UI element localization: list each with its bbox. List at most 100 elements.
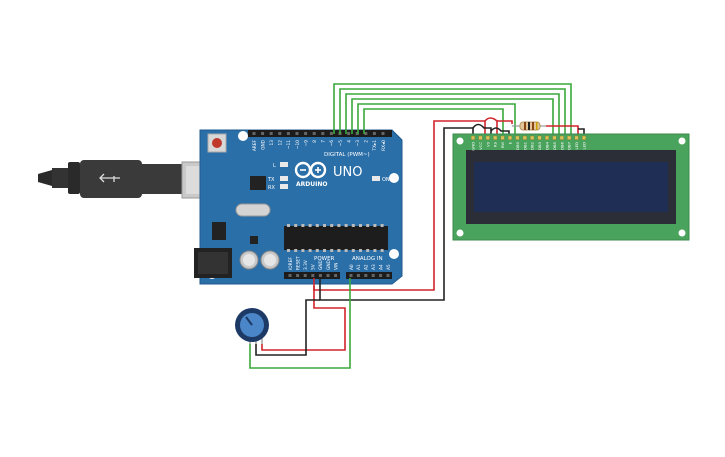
wire-pot-gnd[interactable] [255, 299, 320, 356]
lcd-pin[interactable] [582, 135, 587, 140]
potentiometer[interactable] [235, 308, 269, 344]
usb-symbol-icon [99, 173, 120, 183]
wire-rw-gnd[interactable] [490, 127, 510, 137]
digital-pin-label: 2 [364, 140, 370, 143]
power-wires [249, 117, 585, 369]
lcd-pin-label: LED [574, 142, 579, 150]
mounting-hole [389, 249, 399, 259]
lcd-pin[interactable] [552, 135, 557, 140]
pin-hole[interactable] [312, 132, 316, 135]
digital-pin-label: 7 [321, 140, 327, 143]
pin-hole[interactable] [311, 274, 315, 277]
pin-hole[interactable] [349, 274, 353, 277]
wire-led-anode[interactable] [546, 125, 579, 137]
pin-hole[interactable] [296, 274, 300, 277]
pin-hole[interactable] [303, 274, 307, 277]
lcd-pin[interactable] [478, 135, 483, 140]
pin-hole[interactable] [372, 132, 376, 135]
digital-pin-label: 13 [269, 140, 275, 146]
wire-d6-db6[interactable] [339, 88, 566, 137]
lcd-pin[interactable] [493, 135, 498, 140]
pin-hole[interactable] [329, 132, 333, 135]
pin-hole[interactable] [295, 132, 299, 135]
lcd-pin-label: RS [493, 141, 498, 147]
lcd-pin[interactable] [500, 135, 505, 140]
pin-hole[interactable] [318, 274, 322, 277]
pin-hole[interactable] [252, 132, 256, 135]
lcd-pin-label: GND [471, 142, 476, 151]
pin-hole[interactable] [364, 274, 368, 277]
pin-hole[interactable] [269, 132, 273, 135]
lcd-pin[interactable] [567, 135, 572, 140]
lcd-pin[interactable] [530, 135, 535, 140]
power-pin-label: 3.3V [303, 260, 309, 270]
led-on [372, 176, 380, 181]
lcd-pin[interactable] [508, 135, 513, 140]
pin-hole[interactable] [261, 132, 265, 135]
wire-d5-db5[interactable] [345, 93, 560, 137]
pin-hole[interactable] [334, 274, 338, 277]
data-wires [333, 83, 572, 137]
digital-label: DIGITAL (PWM~) [324, 152, 370, 158]
led-tx [280, 176, 288, 181]
reset-button-cap[interactable] [212, 138, 222, 148]
led-rx-label: RX [268, 185, 275, 191]
digital-pin-label: GND [260, 139, 266, 150]
wire-d3-e[interactable] [357, 103, 516, 137]
arduino-logo-icon [294, 161, 327, 179]
pin-hole[interactable] [286, 132, 290, 135]
lcd-screen [474, 162, 668, 212]
power-label: POWER [314, 256, 335, 262]
analog-pin-label: A5 [386, 264, 392, 270]
lcd-pin-label: DB1 [522, 141, 527, 150]
led-l [280, 162, 288, 167]
analog-pin-label: A3 [371, 264, 377, 270]
pin-hole[interactable] [347, 132, 351, 135]
crystal-oscillator [235, 203, 271, 217]
pin-hole[interactable] [278, 132, 282, 135]
lcd-pin[interactable] [537, 135, 542, 140]
pin-hole[interactable] [304, 132, 308, 135]
lcd-pin[interactable] [559, 135, 564, 140]
wire-pot-vcc[interactable] [261, 286, 346, 351]
pin-hole[interactable] [326, 274, 330, 277]
wire-d7-db7[interactable] [333, 83, 572, 137]
digital-pin-label: ~6 [329, 140, 335, 147]
lcd-pin[interactable] [515, 135, 520, 140]
lcd-pin[interactable] [471, 135, 476, 140]
lcd-pin-label: V0 [485, 141, 490, 147]
wire-a0-pot-wiper[interactable] [249, 278, 351, 369]
resistor[interactable] [512, 121, 546, 131]
pin-hole[interactable] [288, 274, 292, 277]
analog-pin-label: A4 [378, 264, 384, 270]
lcd-pin-label: VCC [478, 142, 483, 150]
power-pin-label: RESET [295, 256, 301, 270]
digital-header [248, 130, 392, 137]
analog-pin-label: A0 [349, 264, 355, 270]
pin-hole[interactable] [379, 274, 383, 277]
wire-gnd-lcd-gnd[interactable] [319, 127, 474, 301]
lcd-pin[interactable] [485, 135, 490, 140]
digital-pin-label: ~10 [295, 140, 301, 149]
potentiometer-indicator [245, 316, 253, 326]
pin-hole[interactable] [381, 132, 385, 135]
pin-hole[interactable] [386, 274, 390, 277]
lcd-pin-label: DB0 [515, 141, 520, 150]
pin-hole[interactable] [371, 274, 375, 277]
lcd-pin[interactable] [522, 135, 527, 140]
wire-vcc-jumper[interactable] [484, 117, 498, 137]
regulator-chip [212, 222, 226, 240]
lcd-pin[interactable] [545, 135, 550, 140]
wire-d4-db4[interactable] [351, 98, 554, 137]
lcd-pin-label: LED [582, 142, 587, 150]
wire-d2-rs[interactable] [363, 108, 504, 137]
lcd-pin[interactable] [574, 135, 579, 140]
pin-hole[interactable] [321, 132, 325, 135]
pin-hole[interactable] [364, 132, 368, 135]
pin-hole[interactable] [356, 274, 360, 277]
power-pin-label: IOREF [288, 257, 294, 270]
